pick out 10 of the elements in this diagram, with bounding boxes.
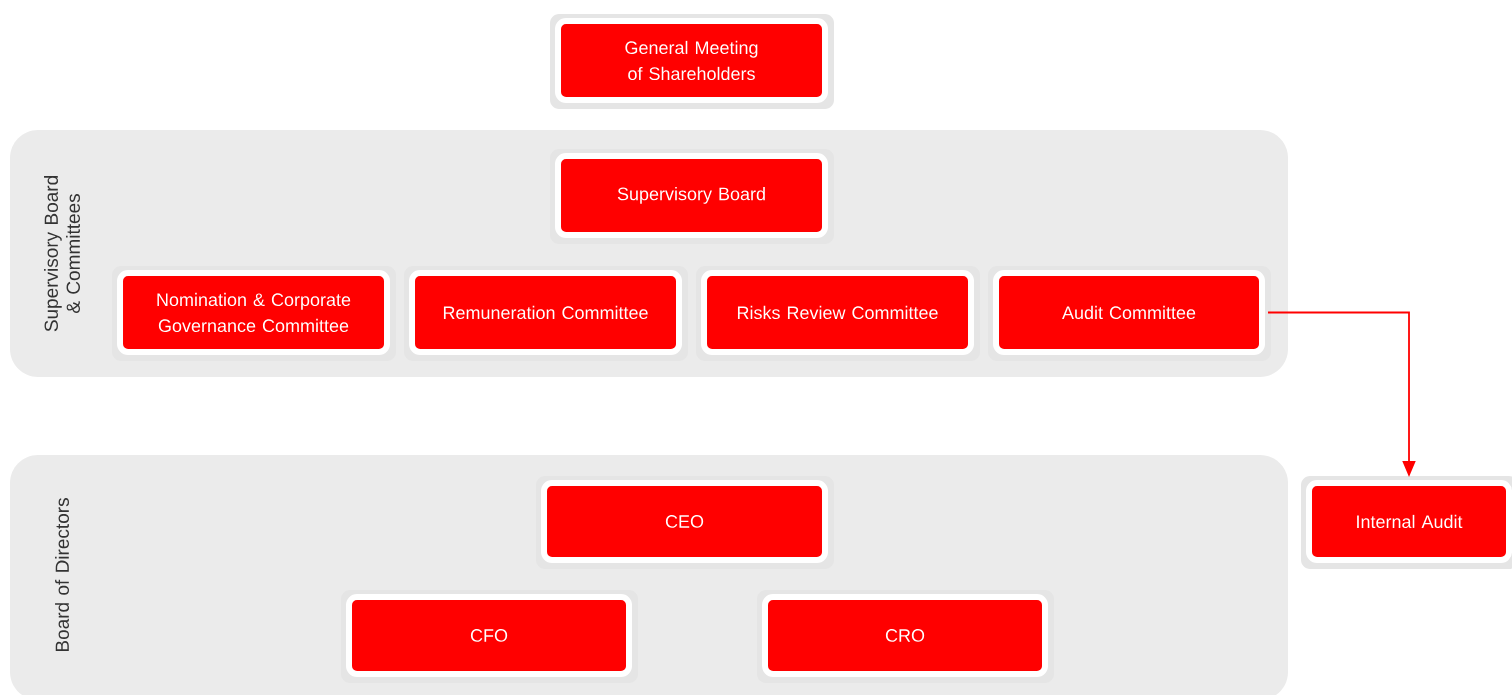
org-box: Risks Review Committee: [696, 266, 980, 361]
org-box: Internal Audit: [1301, 476, 1512, 569]
org-box: Remuneration Committee: [404, 266, 688, 361]
org-box: Audit Committee: [988, 266, 1271, 361]
org-box: CRO: [757, 590, 1054, 683]
org-box: Nomination & Corporate Governance Committee: [112, 266, 396, 361]
org-box: CEO: [536, 476, 834, 569]
org-box: CFO: [341, 590, 638, 683]
org-box: Supervisory Board: [550, 149, 834, 244]
org-box: General Meeting of Shareholders: [550, 14, 834, 109]
